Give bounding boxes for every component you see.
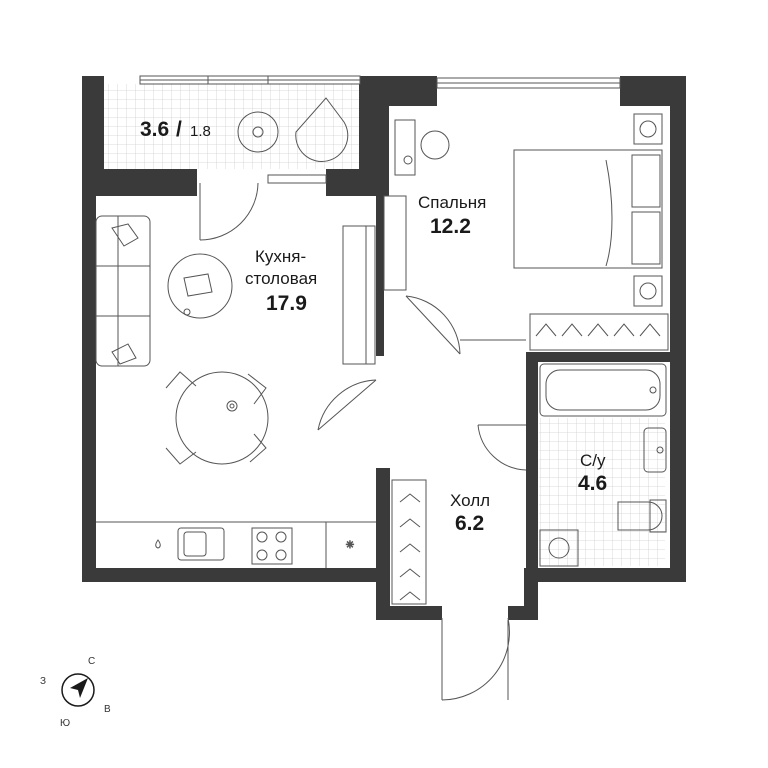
compass-west: З bbox=[40, 676, 46, 687]
bathroom-fixtures bbox=[539, 363, 667, 567]
compass: С З В Ю bbox=[40, 656, 111, 729]
room-labels: 3.6 / 1.8 Кухня- столовая 17.9 Спальня 1… bbox=[140, 118, 607, 535]
svg-text:✳: ✳ bbox=[346, 540, 354, 551]
hall-name: Холл bbox=[450, 491, 490, 510]
walls bbox=[82, 76, 686, 620]
kitchen-area: 17.9 bbox=[266, 292, 307, 315]
kitchen-wardrobe bbox=[342, 225, 376, 365]
bedroom-name: Спальня bbox=[418, 193, 486, 212]
bedroom-area: 12.2 bbox=[430, 215, 471, 238]
kitchen-counter: ✳ bbox=[96, 521, 376, 568]
kitchen-name-line2: столовая bbox=[245, 269, 317, 288]
balcony-area-small: 1.8 bbox=[190, 123, 211, 140]
dining-table bbox=[165, 371, 269, 465]
bathroom-name: С/у bbox=[580, 451, 606, 470]
kitchen-name-line1: Кухня- bbox=[255, 247, 306, 266]
sofa bbox=[95, 215, 151, 367]
compass-arrow-icon bbox=[70, 678, 88, 698]
hall-wardrobe bbox=[391, 479, 427, 605]
compass-south: Ю bbox=[60, 718, 70, 729]
balcony-area-slash: / bbox=[176, 118, 182, 141]
coffee-table bbox=[167, 253, 233, 319]
windows bbox=[139, 75, 621, 184]
balcony-area: 3.6 bbox=[140, 118, 169, 141]
hall-area: 6.2 bbox=[455, 512, 484, 535]
bathroom-area: 4.6 bbox=[578, 472, 607, 495]
compass-east: В bbox=[104, 704, 111, 715]
doors bbox=[199, 182, 527, 701]
compass-north: С bbox=[88, 656, 95, 667]
bedroom-furniture bbox=[383, 119, 669, 351]
bed bbox=[513, 113, 663, 307]
balcony-furniture bbox=[237, 97, 349, 162]
